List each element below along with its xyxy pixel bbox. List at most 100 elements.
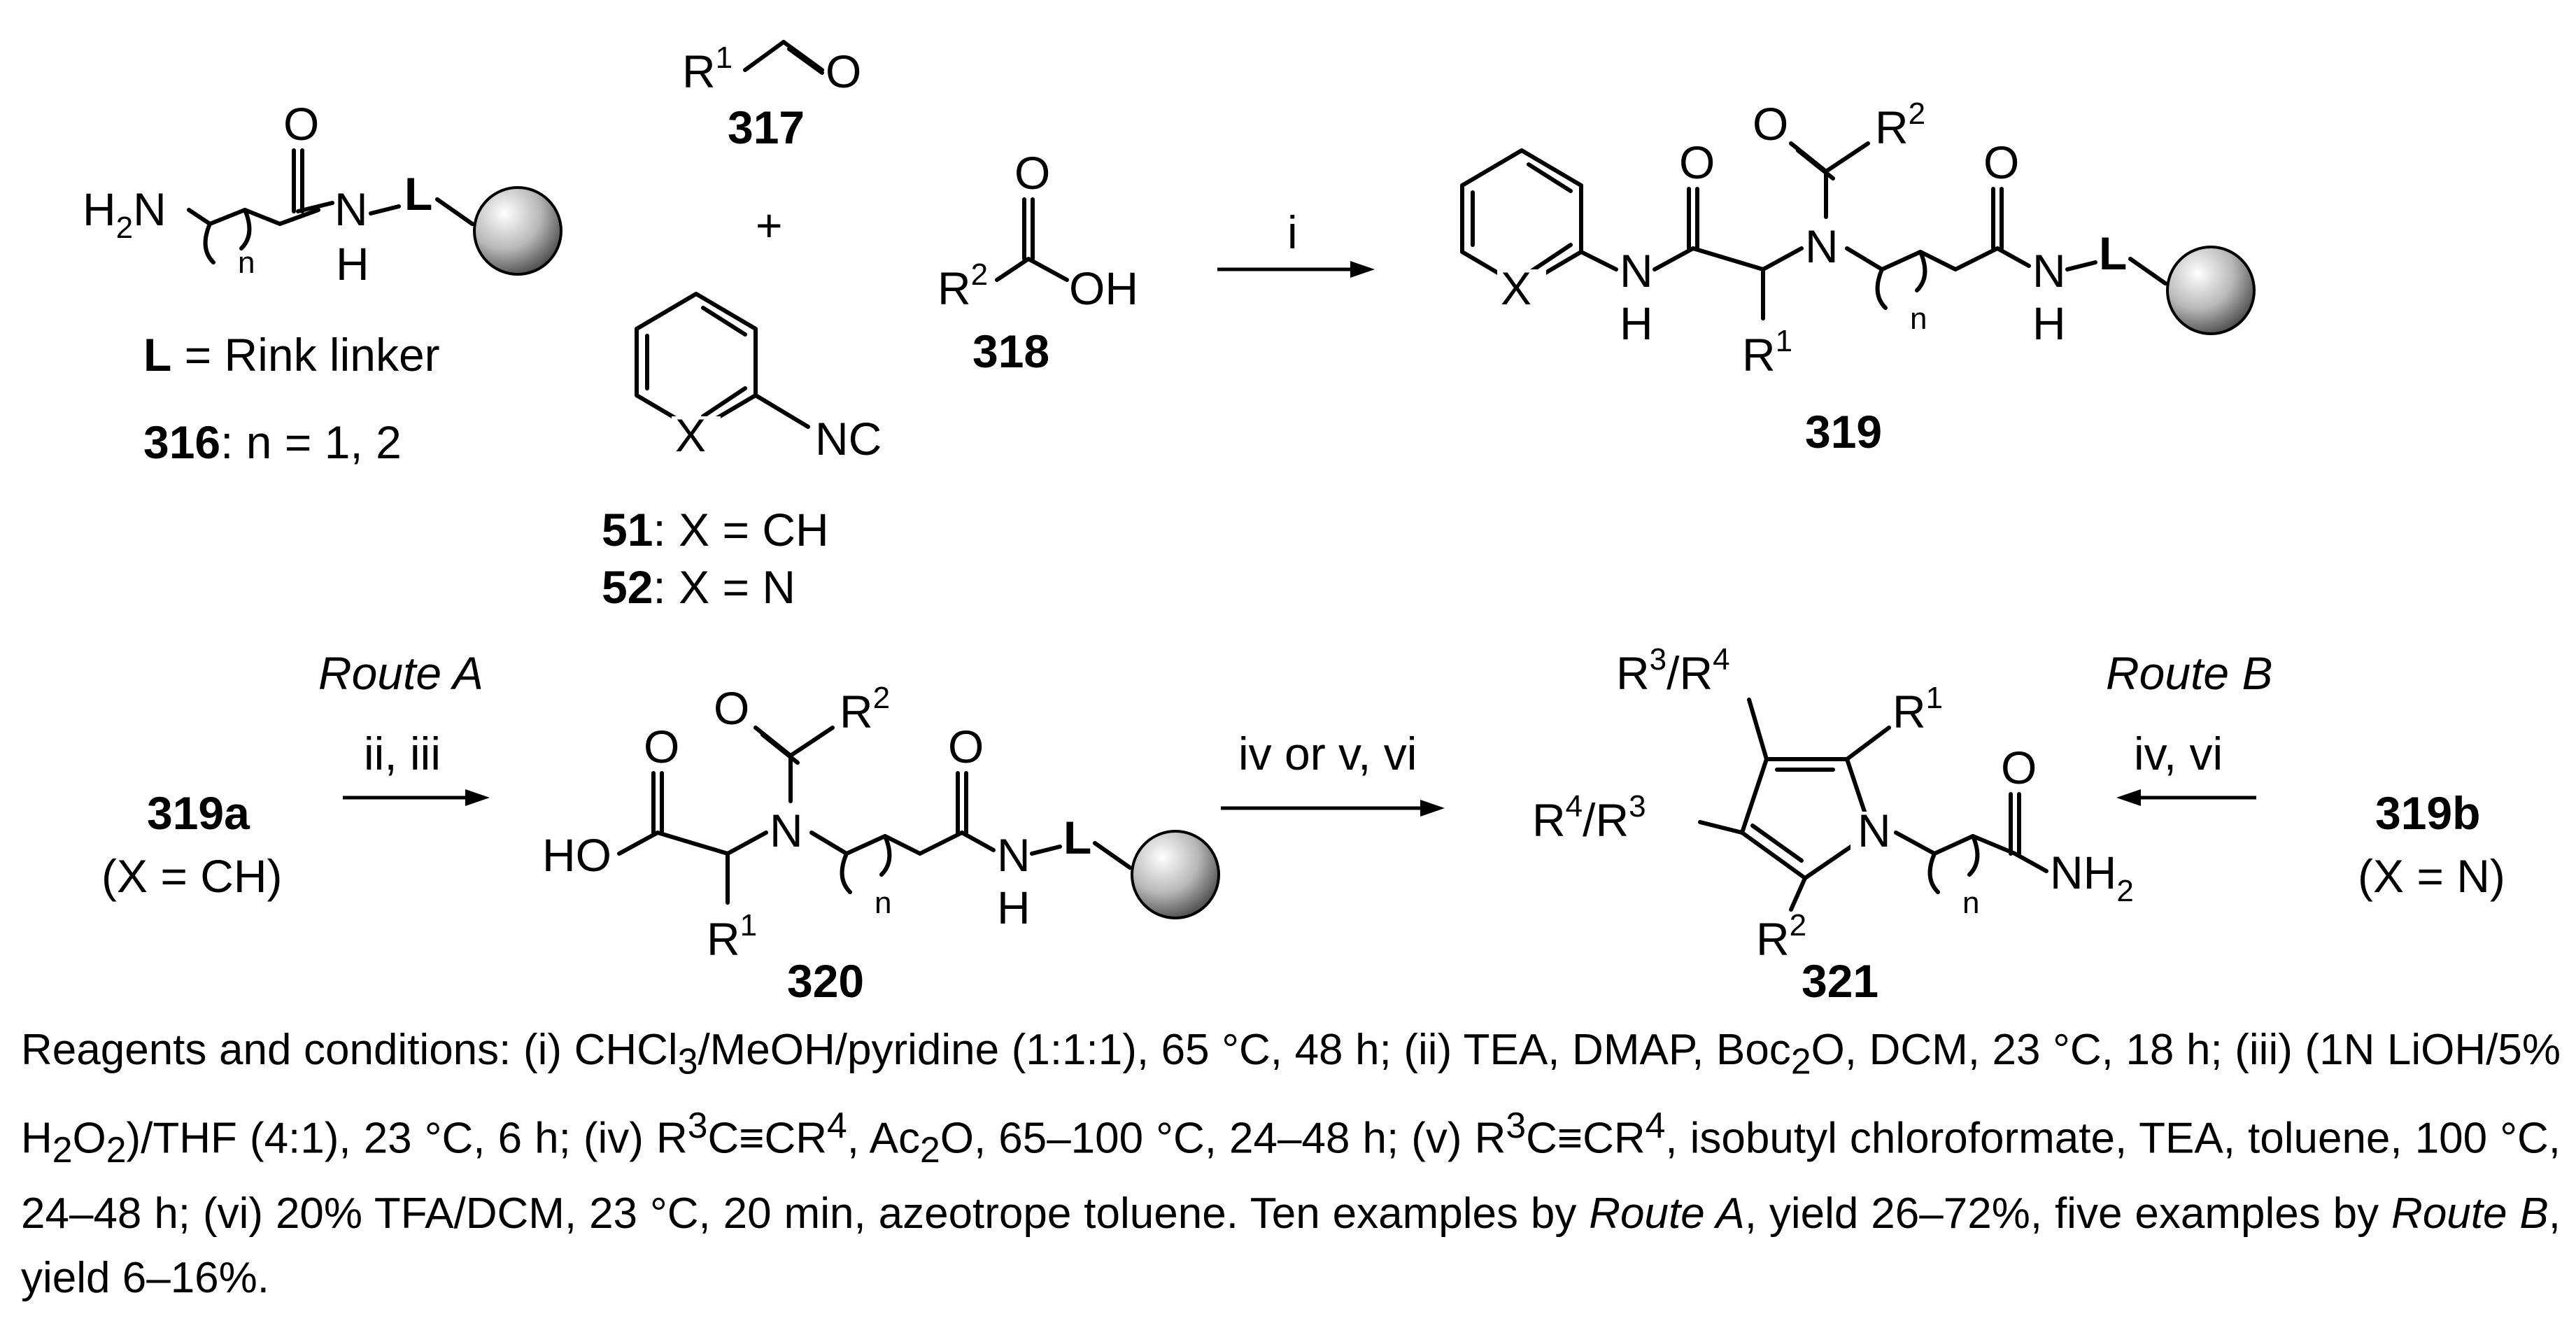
step-2-label: iv or v, vi (1238, 728, 1417, 779)
r2-label-320: R2 (840, 681, 890, 737)
compound-319b-label: 319b (2375, 787, 2480, 839)
compound-319-structure: X N H O R1 N O R2 n O N H L 319 (1460, 97, 2256, 458)
conditions-segment: 2 (52, 1129, 73, 1171)
acyl-o-label-319: O (1753, 98, 1788, 150)
route-a-reagents: ii, iii (364, 728, 441, 779)
compound-51-label: 51: X = CH (602, 504, 829, 556)
acid-o-label: O (1014, 147, 1050, 199)
compound-316-label: 316: n = 1, 2 (143, 416, 402, 468)
conditions-segment: 3 (677, 1040, 698, 1082)
conditions-segment: O, 65–100 °C, 24–48 h; (v) R (940, 1115, 1506, 1164)
conditions-segment: 2 (1790, 1040, 1811, 1082)
r2-label-321: R2 (1756, 908, 1806, 965)
plus-sign: + (756, 199, 783, 251)
amide-n-label-320: N (997, 829, 1031, 881)
conditions-segment: , yield 26–72%, five examples by (1744, 1189, 2392, 1238)
r2-label: R2 (937, 257, 988, 314)
ring-x-label-319: X (1501, 262, 1531, 314)
route-b: Route B iv, vi 319b (X = N) (2106, 647, 2505, 902)
conditions-segment: 3 (1506, 1105, 1527, 1146)
arrow-step-i: i (1217, 206, 1375, 278)
carbonyl-o-label-319: O (1679, 136, 1715, 188)
pyrrole-n-label: N (1857, 805, 1891, 856)
conditions-segment: , Ac (847, 1115, 920, 1164)
conditions-segment: 3 (687, 1105, 708, 1146)
tertiary-n-label-319: N (1805, 220, 1839, 272)
compound-321-label: 321 (1802, 955, 1878, 1007)
amide-h-label-320: H (997, 882, 1031, 933)
amide-o-label-321: O (2001, 742, 2037, 793)
chain-n-label: n (238, 246, 255, 280)
isocyanide-nc-label: NC (815, 413, 882, 465)
linker-label: L (404, 168, 432, 220)
acid-o-label-320: O (644, 721, 679, 772)
r1-label-319: R1 (1742, 324, 1792, 381)
conditions-segment: )/THF (4:1), 23 °C, 6 h; (iv) R (126, 1115, 688, 1164)
conditions-segment: C≡CR (707, 1115, 828, 1164)
reagents-and-conditions: Reagents and conditions: (i) CHCl3/MeOH/… (21, 1018, 2561, 1311)
compound-318-structure: R2 O OH 318 (937, 147, 1138, 377)
r1-label-320: R1 (707, 908, 757, 965)
conditions-segment: Reagents and conditions: (i) CHCl (21, 1026, 678, 1074)
r4r3-left-label: R4/R3 (1532, 789, 1646, 846)
route-a-label: Route A (318, 647, 483, 699)
amide2-n-label-319: N (2032, 245, 2066, 297)
arrow-step-2: iv or v, vi (1221, 728, 1445, 817)
route-b-reagents: iv, vi (2134, 728, 2223, 779)
resin-bead-icon (1131, 830, 1220, 919)
carbonyl2-o-label-319: O (1983, 136, 2019, 188)
isocyanide-structure: X NC 51: X = CH 52: X = N (602, 292, 882, 613)
conditions-segment: , yield 6–16%. (21, 1189, 2561, 1303)
compound-321-structure: R3/R4 N R1 R4/R3 R2 n O NH2 321 (1532, 642, 2134, 1007)
r3r4-top-label: R3/R4 (1616, 642, 1730, 699)
chain-n-label-319: n (1910, 302, 1927, 336)
conditions-segment: 4 (1645, 1105, 1666, 1146)
conditions-segment: O (72, 1115, 106, 1164)
amide2-h-label-319: H (2032, 297, 2066, 349)
compound-318-label: 318 (972, 325, 1049, 377)
compound-320-label: 320 (787, 955, 864, 1007)
compound-52-label: 52: X = N (602, 561, 795, 613)
compound-316-structure: H2N n O N H L L = Rink linker 316: n = 1… (83, 98, 562, 468)
route-b-label: Route B (2106, 647, 2272, 699)
conditions-segment: , isobutyl chloroformate, TEA, toluene, … (21, 1115, 2561, 1238)
ring-x-label: X (675, 409, 706, 461)
r2-label-319: R2 (1875, 97, 1925, 153)
compound-319-label: 319 (1805, 406, 1882, 458)
tertiary-n-label-320: N (770, 805, 803, 856)
compound-319a-label: 319a (147, 787, 250, 839)
r1-label-321: R1 (1892, 681, 1943, 737)
amide-n-label-319: N (1620, 245, 1653, 297)
route-a: Route A ii, iii 319a (X = CH) (101, 647, 490, 902)
r1-label: R1 (682, 41, 733, 97)
aldehyde-o-label: O (826, 45, 861, 97)
conditions-segment: 2 (919, 1129, 940, 1171)
conditions-segment: O, DCM, 23 °C, 18 h; (iii) (1N LiOH/5% H (21, 1026, 2561, 1164)
compound-317-structure: R1 O 317 (682, 40, 861, 153)
primary-amide-nh2-label: NH2 (2050, 847, 2134, 908)
conditions-segment: Route A (1589, 1189, 1745, 1238)
acyl-o-label-320: O (714, 682, 749, 734)
conditions-segment: C≡CR (1526, 1115, 1646, 1164)
chain-n-label-321: n (1962, 886, 1979, 920)
rink-linker-text: L = Rink linker (143, 329, 440, 381)
atom-label-o: O (283, 98, 319, 150)
amide-h-label-319: H (1620, 297, 1653, 349)
compound-319b-condition: (X = N) (2358, 850, 2505, 902)
chain-n-label-320: n (875, 886, 891, 920)
atom-label-h2n: H2N (83, 183, 167, 245)
conditions-segment: /MeOH/pyridine (1:1:1), 65 °C, 48 h; (ii… (698, 1026, 1791, 1074)
linker-label-320: L (1063, 812, 1091, 863)
resin-bead-icon (2166, 246, 2256, 335)
atom-label-n: N (334, 183, 368, 235)
conditions-segment: Route B (2391, 1189, 2549, 1238)
hydroxyl-ho-label-320: HO (542, 829, 611, 881)
acid-oh-label: OH (1069, 262, 1138, 314)
conditions-segment: 2 (106, 1129, 127, 1171)
step-i-label: i (1287, 206, 1298, 258)
linker-label-319: L (2099, 227, 2127, 279)
compound-319a-condition: (X = CH) (101, 850, 283, 902)
carbonyl-o-label-320: O (948, 721, 984, 772)
atom-label-h: H (336, 238, 369, 290)
conditions-segment: 4 (827, 1105, 847, 1146)
